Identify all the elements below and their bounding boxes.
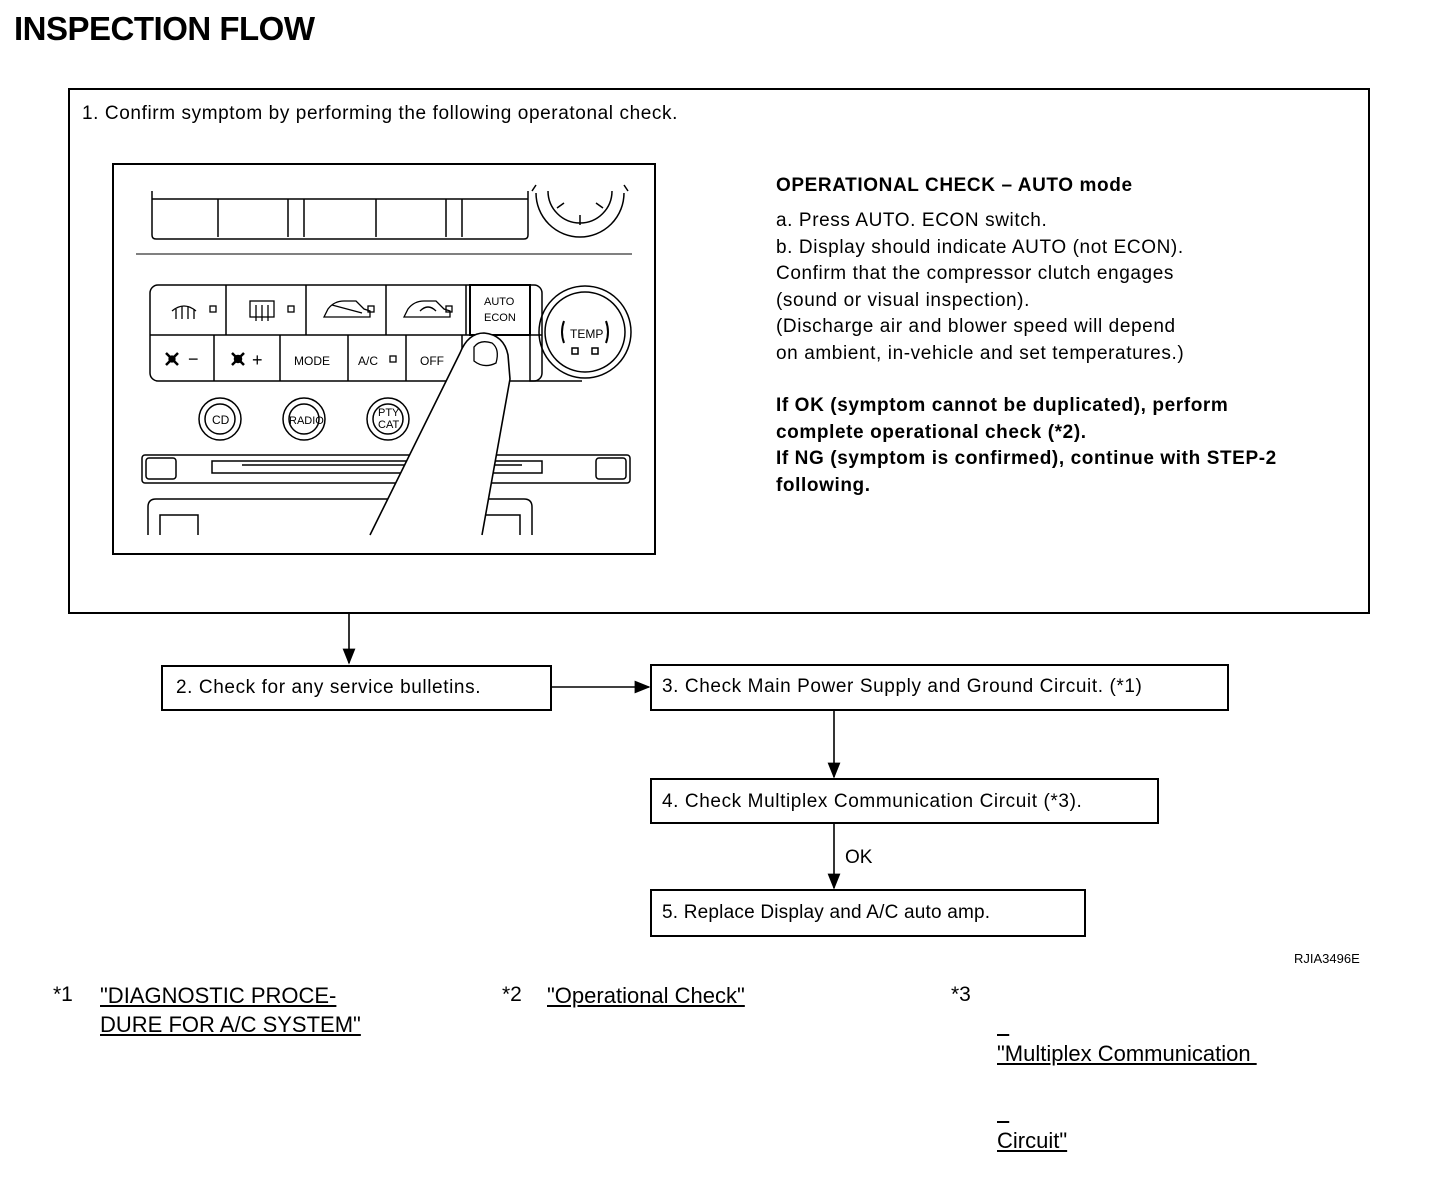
operational-check-heading: OPERATIONAL CHECK – AUTO mode (776, 175, 1133, 196)
ac-control-panel-illustration: AUTO ECON − + MODE A/C OFF TEMP CD RADIO… (112, 163, 656, 555)
off-label: OFF (420, 354, 444, 368)
footnote-3-link[interactable]: "Multiplex Communication Circuit" (997, 981, 1257, 1184)
pty-cat-button (366, 397, 410, 441)
step2-box (161, 665, 552, 711)
step4-text: 4. Check Multiplex Communication Circuit… (662, 791, 1083, 812)
fan-down-icon (165, 352, 179, 366)
recirculation-icon (402, 300, 453, 318)
footnote-3-mark: *3 (951, 983, 971, 1006)
ok-label: OK (845, 847, 873, 868)
step4-box (650, 778, 1159, 824)
footnote-1-line1: "DIAGNOSTIC PROCE- (100, 983, 337, 1008)
temp-knob (529, 285, 632, 382)
cd-label: CD (212, 413, 230, 427)
cat-label: CAT (378, 419, 399, 431)
footnote-1-link[interactable]: "DIAGNOSTIC PROCE- DURE FOR A/C SYSTEM" (100, 981, 361, 1039)
step3-text: 3. Check Main Power Supply and Ground Ci… (662, 676, 1143, 697)
operational-check-line-2: b. Display should indicate AUTO (not ECO… (776, 236, 1184, 258)
step1-text: 1. Confirm symptom by performing the fol… (82, 103, 678, 124)
step5-box (650, 889, 1086, 937)
result-line-2: complete operational check (*2). (776, 421, 1087, 443)
result-line-1: If OK (symptom cannot be duplicated), pe… (776, 395, 1229, 416)
footnote-2-link[interactable]: "Operational Check" (547, 981, 745, 1010)
rear-defrost-icon (249, 300, 295, 321)
page-title: INSPECTION FLOW (14, 10, 315, 47)
footnote-1-mark: *1 (53, 983, 73, 1006)
result-line-4: following. (776, 474, 871, 496)
fan-minus-label: − (188, 349, 199, 369)
operational-check-line-1: a. Press AUTO. ECON switch. (776, 210, 1048, 231)
radio-button (282, 397, 326, 441)
operational-check-line-4: (sound or visual inspection). (776, 289, 1030, 311)
operational-check-line-5: (Discharge air and blower speed will dep… (776, 316, 1176, 337)
step3-box (650, 664, 1229, 711)
pty-label: PTY (378, 407, 400, 419)
ac-indicator (389, 355, 397, 363)
top-vent-strip (151, 191, 529, 240)
fan-up-icon (231, 352, 245, 366)
gauge-icon (531, 184, 629, 238)
footnote-3-line2: Circuit" (997, 1128, 1068, 1153)
operational-check-line-6: on ambient, in-vehicle and set temperatu… (776, 342, 1185, 364)
auto-econ-button (469, 284, 531, 336)
footnote-2-line1: "Operational Check" (547, 983, 745, 1008)
figure-code: RJIA3496E (1294, 951, 1360, 966)
step2-text: 2. Check for any service bulletins. (176, 677, 482, 698)
radio-label: RADIO (289, 415, 324, 427)
flow-arrows (342, 614, 841, 890)
econ-label: ECON (484, 312, 516, 324)
ac-label: A/C (358, 354, 378, 368)
auto-label: AUTO (484, 296, 515, 308)
finger-illustration (369, 332, 511, 536)
footnote-2-mark: *2 (502, 983, 522, 1006)
footnote-1-line2: DURE FOR A/C SYSTEM" (100, 1012, 361, 1037)
fresh-air-icon (322, 300, 375, 318)
fan-plus-label: + (252, 350, 263, 370)
cd-button (198, 397, 242, 441)
temp-label: TEMP (570, 327, 603, 341)
result-line-3: If NG (symptom is confirmed), continue w… (776, 448, 1277, 469)
front-defrost-icon (171, 305, 217, 319)
step5-text: 5. Replace Display and A/C auto amp. (662, 902, 991, 923)
mode-label: MODE (294, 354, 330, 368)
operational-check-line-3: Confirm that the compressor clutch engag… (776, 263, 1174, 284)
